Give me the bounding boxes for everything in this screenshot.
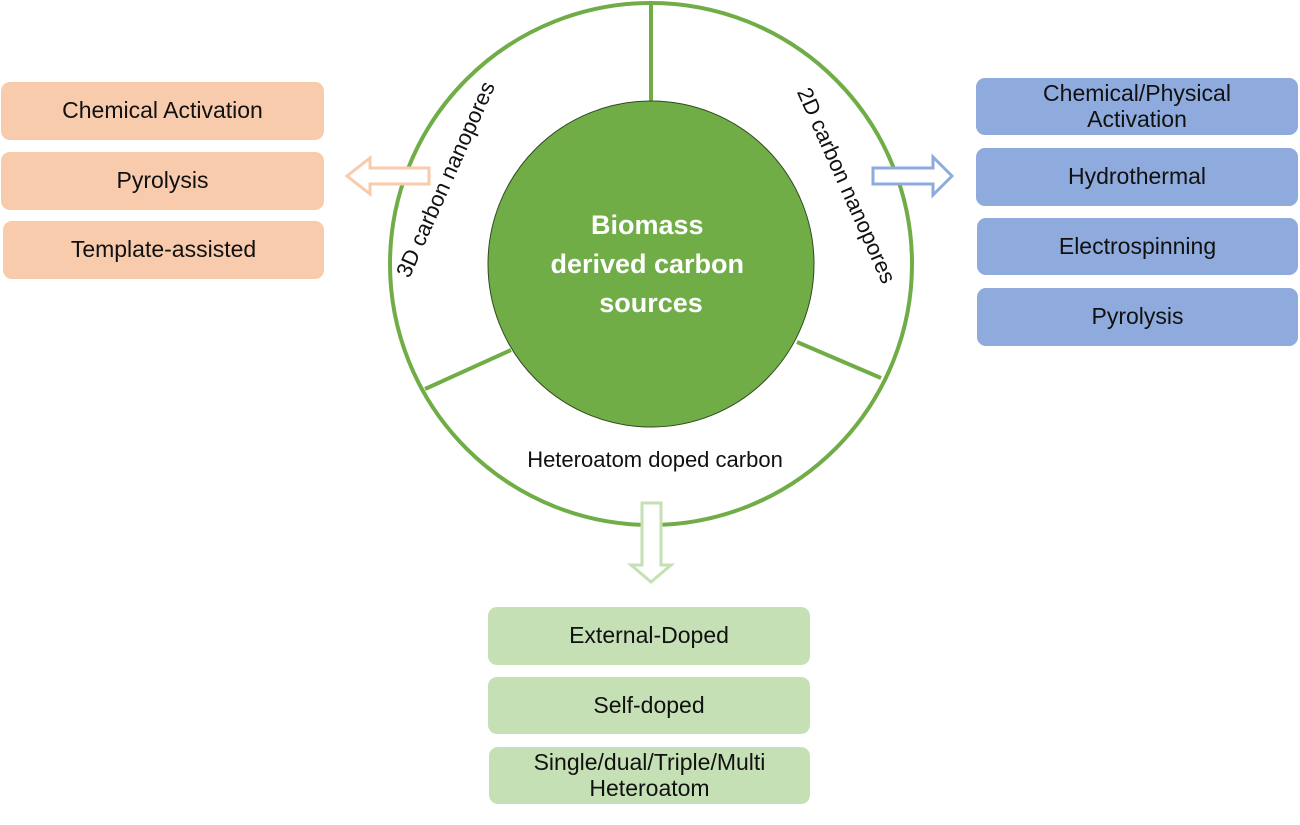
ring-divider-lower-left — [424, 348, 512, 391]
method-label: Hydrothermal — [1067, 163, 1207, 190]
center-label-line-2: derived carbon — [550, 249, 744, 279]
method-label: External-Doped — [569, 622, 729, 649]
method-box-pyrolysis-2d: Pyrolysis — [977, 288, 1298, 346]
down-arrow-icon — [626, 501, 676, 584]
method-label: Template-assisted — [70, 236, 257, 263]
method-box-chemical-activation: Chemical Activation — [1, 82, 324, 140]
method-box-chemical-physical-activation: Chemical/Physical Activation — [976, 78, 1298, 135]
method-label: Pyrolysis — [116, 167, 209, 194]
method-label: Pyrolysis — [1091, 303, 1184, 330]
left-arrow-icon — [344, 154, 431, 198]
method-box-external-doped: External-Doped — [488, 607, 810, 665]
method-label: Electrospinning — [1058, 232, 1217, 259]
method-label: Single/dual/Triple/Multi Heteroatom — [533, 748, 766, 801]
method-box-electrospinning: Electrospinning — [977, 218, 1298, 275]
center-label-line-1: Biomass — [591, 210, 704, 240]
ring-divider-lower-right — [796, 340, 882, 380]
method-box-pyrolysis-3d: Pyrolysis — [1, 152, 324, 210]
center-circle — [487, 100, 815, 428]
method-box-multi-heteroatom: Single/dual/Triple/Multi Heteroatom — [489, 747, 810, 804]
right-arrow-icon — [871, 153, 955, 199]
method-box-template-assisted: Template-assisted — [3, 221, 324, 279]
center-label-line-3: sources — [599, 288, 703, 318]
method-box-self-doped: Self-doped — [488, 677, 810, 734]
method-label: Self-doped — [593, 691, 705, 718]
method-box-hydrothermal: Hydrothermal — [976, 148, 1298, 206]
method-label: Chemical Activation — [62, 97, 263, 124]
method-label: Chemical/Physical Activation — [1043, 79, 1231, 132]
center-label: Biomass derived carbon sources — [550, 210, 751, 318]
segment-label-heteroatom: Heteroatom doped carbon — [527, 447, 783, 472]
